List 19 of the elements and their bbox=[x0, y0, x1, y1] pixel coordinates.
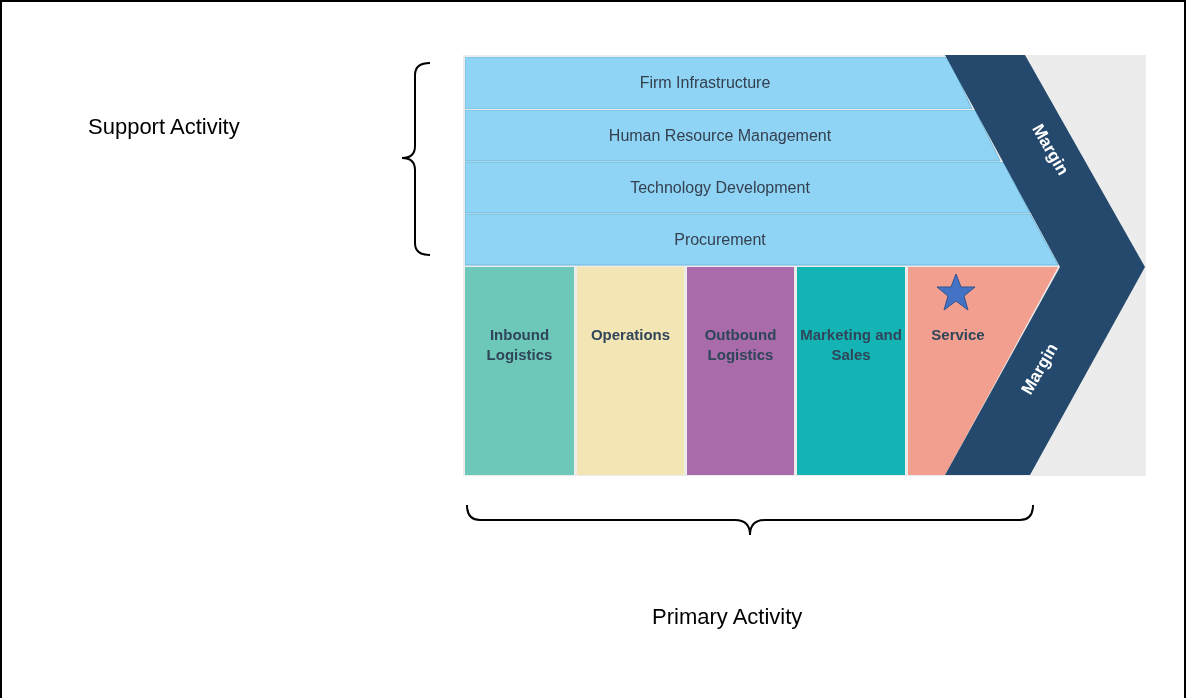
activity-band bbox=[465, 214, 1062, 266]
activity-label: Firm Infrastructure bbox=[638, 73, 772, 93]
activity-label: Inbound Logistics bbox=[485, 325, 554, 365]
activity-column bbox=[577, 267, 684, 475]
group-label: Primary Activity bbox=[652, 604, 803, 630]
group-label: Support Activity bbox=[88, 114, 240, 140]
activity-column bbox=[687, 267, 794, 475]
activity-column bbox=[797, 267, 905, 475]
activity-label: Outbound Logistics bbox=[703, 325, 778, 365]
activity-label: Human Resource Management bbox=[607, 126, 833, 146]
activity-label: Marketing and Sales bbox=[799, 325, 903, 365]
activity-column bbox=[465, 267, 574, 475]
activity-label: Procurement bbox=[673, 230, 767, 250]
activity-label: Service bbox=[930, 325, 986, 345]
activity-band bbox=[465, 57, 975, 109]
activity-column bbox=[908, 267, 1060, 475]
activity-label: Technology Development bbox=[629, 178, 811, 198]
activity-label: Operations bbox=[589, 325, 672, 345]
margin-chevron bbox=[945, 55, 1146, 267]
